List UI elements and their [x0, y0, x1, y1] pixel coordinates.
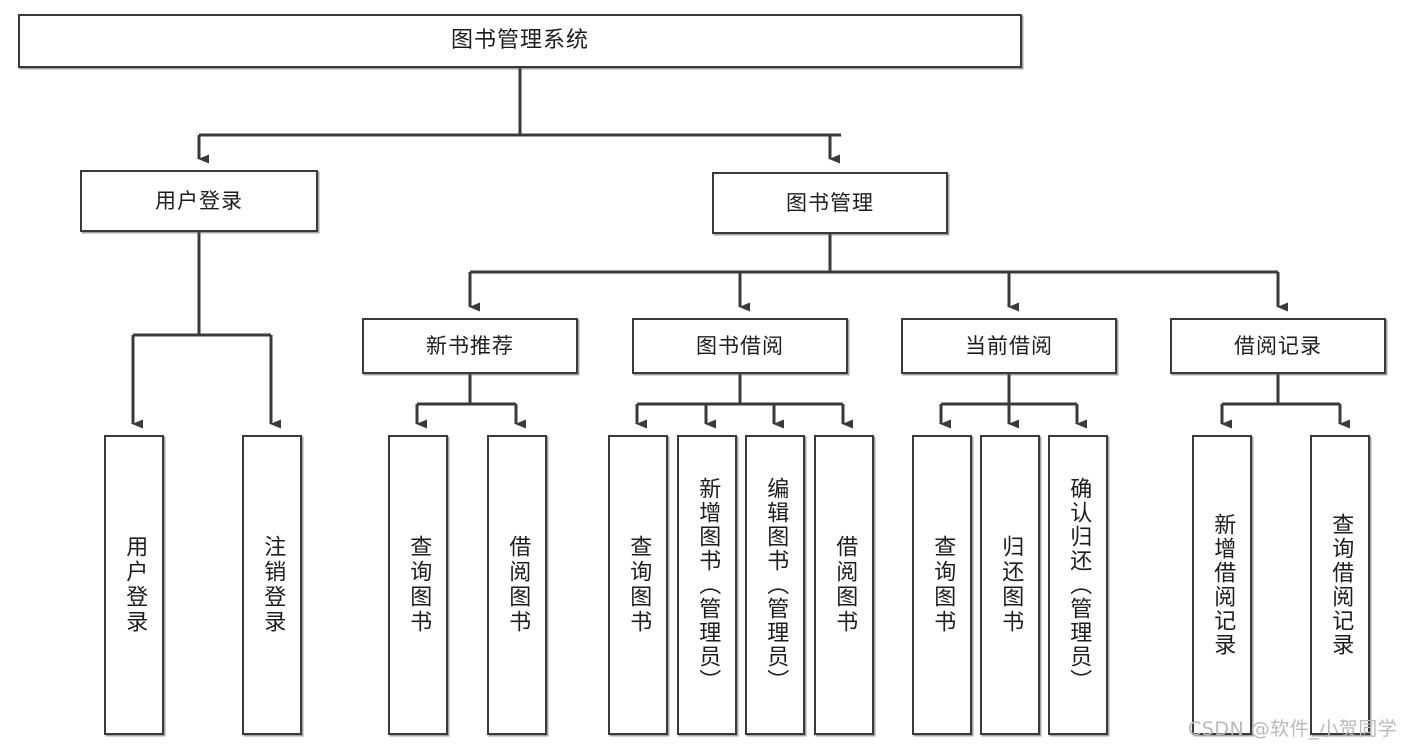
node-current-borrow-label: 当前借阅 [965, 333, 1053, 358]
node-new-book-rec-label: 新书推荐 [426, 333, 514, 358]
node-leaf-query-book-2-label: 查询图书 [626, 535, 652, 635]
node-book-borrow-label: 图书借阅 [696, 333, 784, 358]
node-leaf-query-book-3-label: 查询图书 [930, 535, 956, 635]
node-current-borrow[interactable]: 当前借阅 [901, 318, 1117, 374]
node-leaf-add-book-label: 新增图书（管理员） [695, 477, 721, 693]
node-user-login-label: 用户登录 [155, 188, 243, 213]
node-leaf-borrow-book-1[interactable]: 借阅图书 [487, 435, 547, 735]
node-leaf-add-book[interactable]: 新增图书（管理员） [677, 435, 737, 735]
node-leaf-edit-book-label: 编辑图书（管理员） [763, 477, 789, 693]
node-root-label: 图书管理系统 [450, 28, 589, 54]
node-leaf-user-login[interactable]: 用户登录 [104, 435, 164, 735]
node-leaf-borrow-book-2[interactable]: 借阅图书 [814, 435, 874, 735]
node-user-login[interactable]: 用户登录 [80, 170, 318, 232]
node-book-manage-label: 图书管理 [786, 190, 874, 215]
node-leaf-add-record-label: 新增借阅记录 [1210, 513, 1236, 657]
node-leaf-borrow-book-1-label: 借阅图书 [505, 535, 531, 635]
node-book-manage[interactable]: 图书管理 [712, 172, 948, 234]
node-borrow-record[interactable]: 借阅记录 [1170, 318, 1386, 374]
node-leaf-logout-login[interactable]: 注销登录 [242, 435, 302, 735]
node-leaf-query-book-3[interactable]: 查询图书 [912, 435, 972, 735]
node-leaf-query-book-1[interactable]: 查询图书 [388, 435, 448, 735]
node-leaf-query-record[interactable]: 查询借阅记录 [1310, 435, 1370, 735]
node-leaf-confirm-return-label: 确认归还（管理员） [1066, 477, 1092, 693]
node-root[interactable]: 图书管理系统 [18, 14, 1022, 68]
node-new-book-rec[interactable]: 新书推荐 [362, 318, 578, 374]
node-leaf-return-book-label: 归还图书 [998, 535, 1024, 635]
node-leaf-confirm-return[interactable]: 确认归还（管理员） [1048, 435, 1108, 735]
node-borrow-record-label: 借阅记录 [1234, 333, 1322, 358]
node-leaf-user-login-label: 用户登录 [122, 535, 148, 635]
node-leaf-borrow-book-2-label: 借阅图书 [832, 535, 858, 635]
node-leaf-edit-book[interactable]: 编辑图书（管理员） [745, 435, 805, 735]
node-leaf-add-record[interactable]: 新增借阅记录 [1192, 435, 1252, 735]
node-leaf-query-book-2[interactable]: 查询图书 [608, 435, 668, 735]
node-leaf-query-book-1-label: 查询图书 [406, 535, 432, 635]
node-leaf-query-record-label: 查询借阅记录 [1328, 513, 1354, 657]
node-book-borrow[interactable]: 图书借阅 [632, 318, 848, 374]
watermark-csdn: CSDN @软件_小贺同学 [1188, 718, 1398, 740]
node-leaf-logout-login-label: 注销登录 [260, 535, 286, 635]
node-leaf-return-book[interactable]: 归还图书 [980, 435, 1040, 735]
